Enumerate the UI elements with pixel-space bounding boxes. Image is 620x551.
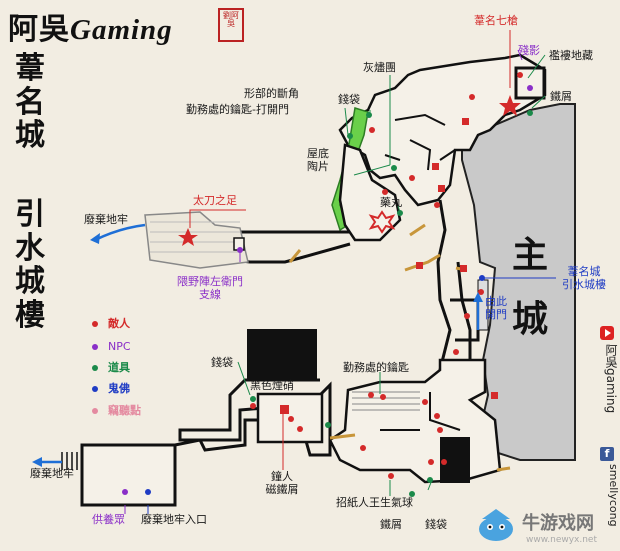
label-through-gate: 由此開門 bbox=[485, 295, 507, 321]
brand-logo: 阿吳Gaming bbox=[8, 4, 173, 48]
enemy-zone bbox=[432, 163, 439, 170]
lower-inner-walls bbox=[380, 392, 461, 431]
label-office-key: 勤務處的鑰匙 bbox=[343, 361, 409, 374]
sidebar-facebook: smellycong bbox=[607, 464, 620, 527]
enemy-zone bbox=[438, 185, 445, 192]
buddha-dots bbox=[145, 275, 485, 495]
fish-logo-icon bbox=[479, 509, 513, 541]
legend-eavesdrop: 竊聽點 bbox=[92, 403, 141, 419]
title-ashina: 葦名城 bbox=[12, 52, 48, 153]
label-torn-corner: 形部的斷角 bbox=[244, 87, 299, 100]
site-watermark: 牛游戏网 www.newyx.net bbox=[470, 503, 620, 551]
boss-star-spears bbox=[499, 95, 521, 116]
label-money-bag-top: 錢袋 bbox=[338, 93, 360, 106]
leader-lines bbox=[124, 30, 556, 514]
lower-complex bbox=[328, 358, 502, 484]
legend-item: 道具 bbox=[92, 360, 130, 376]
label-nihon-gate-line2: 支線 bbox=[199, 287, 221, 301]
label-loincloth-stash: 襤褸地藏 bbox=[549, 49, 593, 62]
main-castle-label-2: 城 bbox=[512, 299, 549, 340]
title-line1: 葦名城 bbox=[15, 51, 45, 154]
legend-enemy-label: 敵人 bbox=[108, 317, 130, 330]
arrow-head-bl bbox=[32, 457, 42, 467]
brand-seal: 劉阿吳 bbox=[218, 8, 244, 42]
legend-item-dot bbox=[92, 365, 98, 371]
arrow-dungeon-left bbox=[94, 223, 146, 242]
enemy-zone bbox=[280, 405, 289, 414]
label-roof-line1: 屋底 bbox=[307, 147, 329, 160]
west-room bbox=[144, 211, 249, 269]
youtube-icon bbox=[600, 326, 614, 340]
facebook-icon: f bbox=[600, 447, 614, 461]
brand-seal-text: 劉阿吳 bbox=[223, 11, 239, 28]
label-through-line2: 開門 bbox=[485, 307, 507, 321]
label-paper-balloon: 招紙人王生氣球 bbox=[336, 496, 413, 509]
legend-eavesdrop-dot bbox=[92, 408, 98, 414]
black-block-room bbox=[247, 329, 317, 379]
lower-stairs bbox=[352, 391, 420, 411]
watermark-site: 牛游戏网 bbox=[522, 513, 594, 534]
main-castle-label-1: 主 bbox=[512, 235, 549, 276]
enemy-zone bbox=[462, 118, 469, 125]
enemy-zone bbox=[491, 392, 498, 399]
enemy-zone bbox=[460, 265, 467, 272]
legend-npc-dot bbox=[92, 344, 98, 350]
label-through-line1: 由此 bbox=[485, 295, 507, 308]
legend-eavesdrop-label: 竊聽點 bbox=[108, 404, 141, 417]
title-line2: 引水城樓 bbox=[15, 197, 45, 333]
label-offering: 供養眾 bbox=[92, 513, 125, 526]
boss-star-taichi bbox=[178, 228, 198, 246]
east-column bbox=[436, 199, 480, 371]
label-office-key-open: 勤務處的鑰匙-打開門 bbox=[186, 103, 289, 116]
legend-npc-label: NPC bbox=[108, 340, 131, 353]
label-nihon-gate: 隈野陣左衛門支線 bbox=[177, 275, 243, 301]
npc-dots bbox=[122, 85, 533, 495]
label-right-castle: 葦名城引水城樓 bbox=[562, 265, 606, 291]
title-water-tower: 引水城樓 bbox=[12, 198, 48, 332]
label-dungeon-left: 廢棄地牢 bbox=[84, 213, 128, 226]
label-money-bag-mid: 錢袋 bbox=[211, 356, 233, 369]
brand-gaming: Gaming bbox=[70, 14, 173, 46]
label-pill: 藥丸 bbox=[380, 196, 402, 209]
label-seven-spears: 葦名七槍 bbox=[474, 14, 518, 27]
label-roof: 屋底陶片 bbox=[307, 147, 329, 173]
label-taichi-foot: 太刀之足 bbox=[193, 194, 237, 207]
west-room-hatch bbox=[150, 221, 240, 253]
label-bell-line2: 磁鐵屑 bbox=[265, 482, 299, 496]
label-ash-cluster: 灰燼團 bbox=[363, 61, 396, 74]
lower-left-room bbox=[80, 443, 177, 507]
legend-npc: NPC bbox=[92, 339, 131, 355]
label-black-gunpowder: 黑色煙硝 bbox=[250, 379, 294, 392]
enemy-dots bbox=[250, 72, 523, 479]
label-nihon-gate-line1: 隈野陣左衛門 bbox=[177, 275, 243, 288]
legend-buddha: 鬼佛 bbox=[92, 381, 130, 397]
arrow-head-gate bbox=[473, 292, 483, 302]
label-right-castle-line2: 引水城樓 bbox=[562, 277, 606, 291]
legend-buddha-dot bbox=[92, 386, 98, 392]
label-iron-scrap-ne: 鐵屑 bbox=[550, 90, 572, 103]
sidebar-youtube: 阿吳gaming bbox=[604, 344, 618, 414]
arrow-head-left bbox=[90, 233, 100, 244]
legend-item-label: 道具 bbox=[108, 361, 130, 374]
label-iron-scrap-bottom: 鐵屑 bbox=[380, 518, 402, 531]
enemy-star bbox=[368, 210, 396, 234]
brand-name: 阿吳 bbox=[8, 12, 70, 47]
label-money-bag-bottom: 錢袋 bbox=[425, 518, 447, 531]
label-remnant-shadow: 殘影 bbox=[518, 44, 540, 57]
watermark-url: www.newyx.net bbox=[526, 535, 598, 545]
enemy-zone bbox=[416, 262, 423, 269]
label-roof-line2: 陶片 bbox=[307, 159, 329, 173]
legend-enemy: 敵人 bbox=[92, 316, 130, 332]
upper-inner-walls bbox=[384, 113, 456, 171]
label-dungeon-entrance: 廢棄地牢入口 bbox=[141, 513, 207, 526]
label-bell-line1: 鐘人 bbox=[271, 470, 293, 483]
legend-buddha-label: 鬼佛 bbox=[108, 382, 130, 395]
label-dungeon-bl: 廢棄地牢 bbox=[30, 467, 74, 480]
legend-enemy-dot bbox=[92, 321, 98, 327]
label-right-castle-line1: 葦名城 bbox=[567, 265, 601, 278]
label-bell: 鐘人磁鐵屑 bbox=[265, 470, 299, 496]
